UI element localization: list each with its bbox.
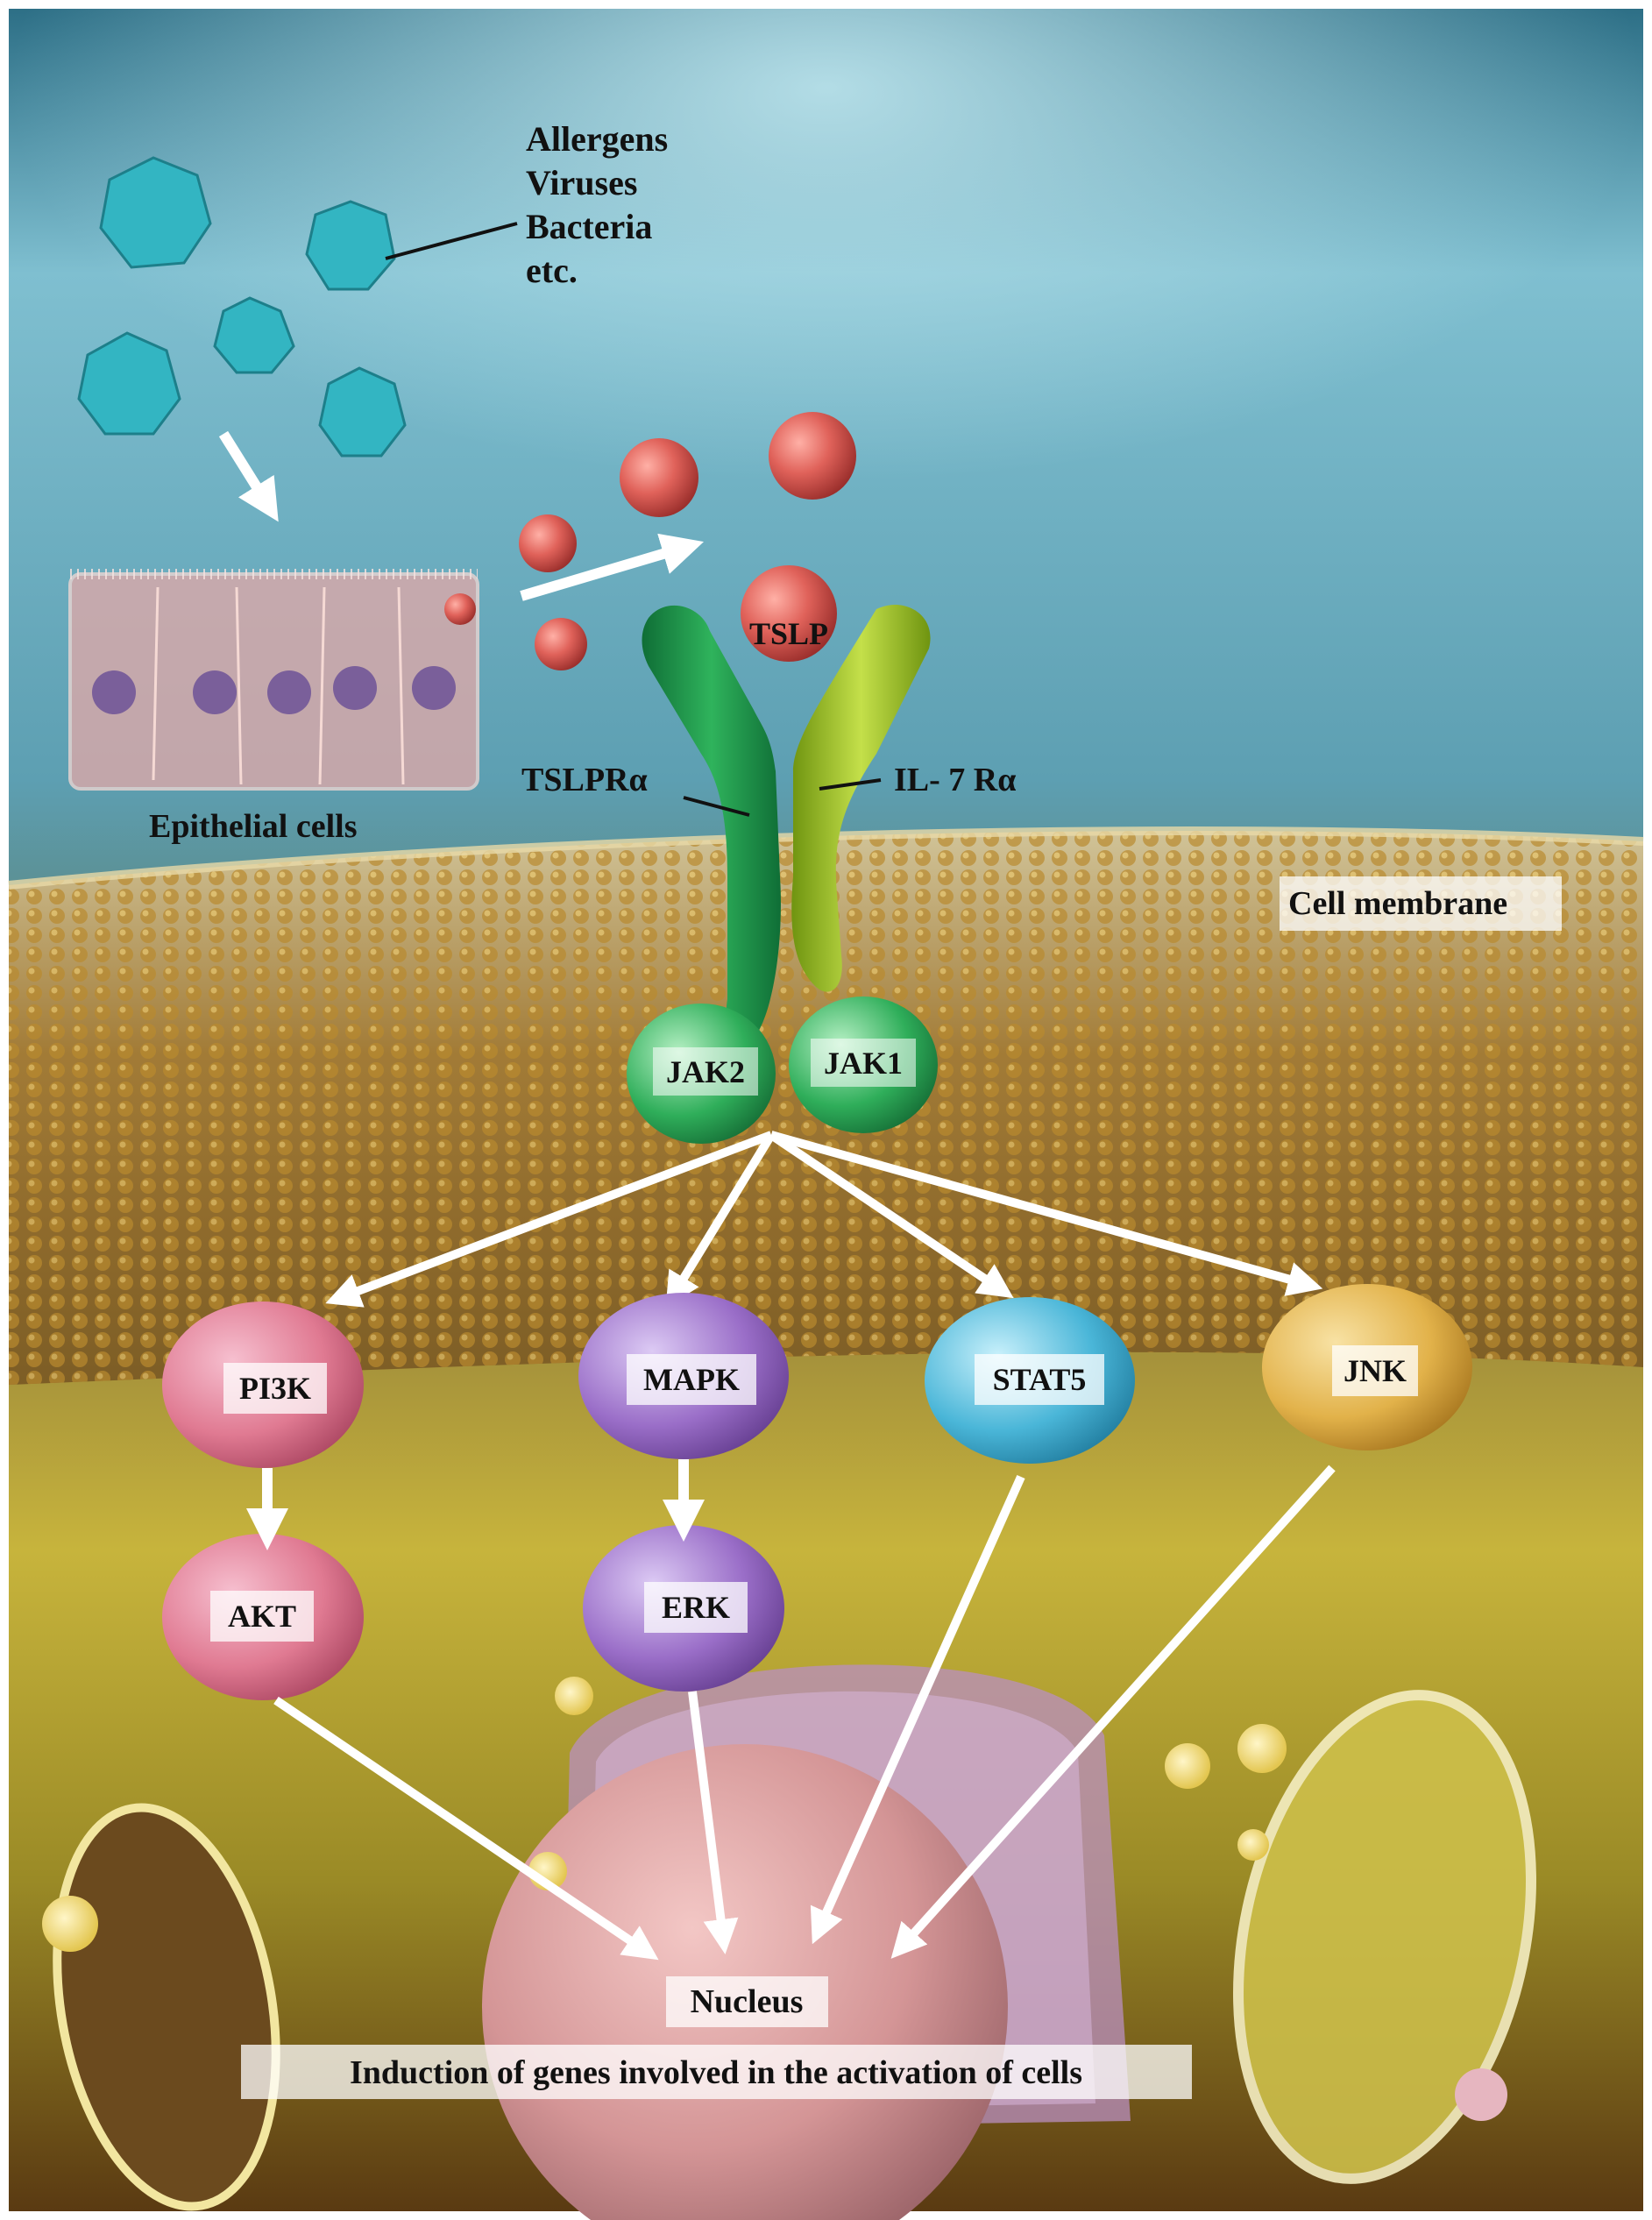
tslp-molecules — [444, 412, 856, 670]
erk-label: ERK — [662, 1590, 730, 1625]
receptor-tslpr — [642, 605, 781, 1044]
mitochondrion-right — [1233, 1690, 1536, 2184]
arrow-stat5-to-nucleus — [810, 1474, 1025, 1945]
arrow-jnk-to-nucleus — [890, 1465, 1336, 1959]
arrow-tslp-release — [520, 533, 705, 601]
membrane-label: Cell membrane — [1288, 885, 1507, 922]
allergen-particles — [77, 156, 407, 457]
il7ra-leader-line — [819, 778, 882, 791]
tslpr-label: TSLPRα — [521, 762, 648, 798]
stimulus-viruses: Viruses — [526, 163, 637, 202]
nucleus-label: Nucleus — [691, 1983, 804, 2020]
particle-icon — [213, 296, 295, 374]
stat5-label-bg — [975, 1354, 1104, 1405]
receptor-il7ra — [791, 605, 931, 992]
mapk-label-bg — [627, 1354, 756, 1405]
epithelial-cells-label: Epithelial cells — [149, 808, 358, 845]
jak1-label: JAK1 — [824, 1046, 903, 1081]
akt-label: AKT — [228, 1599, 296, 1634]
pi3k-label-bg — [223, 1363, 327, 1414]
epithelial-cells — [68, 569, 479, 791]
vesicles — [42, 1677, 1287, 1952]
mitochondrion-left — [53, 1803, 280, 2211]
tslp-label: TSLP — [749, 616, 828, 651]
pi3k-label: PI3K — [239, 1371, 311, 1406]
arrow-particles-to-epithelium — [218, 430, 279, 522]
arrow-akt-to-nucleus — [273, 1696, 659, 1961]
stimuli-leader-line — [385, 222, 518, 260]
stimulus-etc: etc. — [526, 251, 578, 290]
particle-icon — [318, 366, 407, 457]
stimulus-allergens: Allergens — [526, 119, 668, 159]
jak-arrows — [325, 1131, 1323, 1309]
particle-icon — [77, 331, 181, 436]
outcome-label-bg — [241, 2045, 1192, 2099]
nucleus-label-bg — [666, 1976, 828, 2027]
il7ra-label: IL- 7 Rα — [894, 762, 1016, 798]
erk-label-bg — [644, 1582, 748, 1633]
nucleus-arrows — [273, 1465, 1336, 1961]
tslpr-leader-line — [683, 796, 750, 817]
jnk-label-bg — [1332, 1345, 1418, 1396]
jnk-label: JNK — [1344, 1353, 1407, 1388]
stat5-label: STAT5 — [993, 1362, 1087, 1397]
particle-icon — [305, 200, 396, 291]
jak2-label-bg — [653, 1047, 758, 1096]
tslp-bound — [741, 565, 837, 662]
akt-label-bg — [210, 1591, 314, 1642]
jak2-label: JAK2 — [666, 1054, 745, 1089]
outcome-label: Induction of genes involved in the activ… — [350, 2054, 1082, 2091]
stimulus-bacteria: Bacteria — [526, 207, 652, 246]
jak1-label-bg — [811, 1039, 916, 1087]
arrow-erk-to-nucleus — [688, 1691, 739, 1954]
arrow-to-stat5 — [769, 1131, 1014, 1299]
mapk-label: MAPK — [643, 1362, 740, 1397]
particle-icon — [99, 156, 212, 269]
arrow-to-jnk — [769, 1131, 1323, 1296]
arrow-to-pi3k — [325, 1131, 773, 1308]
membrane-label-bg — [1280, 876, 1562, 931]
arrow-to-mapk — [665, 1132, 776, 1309]
